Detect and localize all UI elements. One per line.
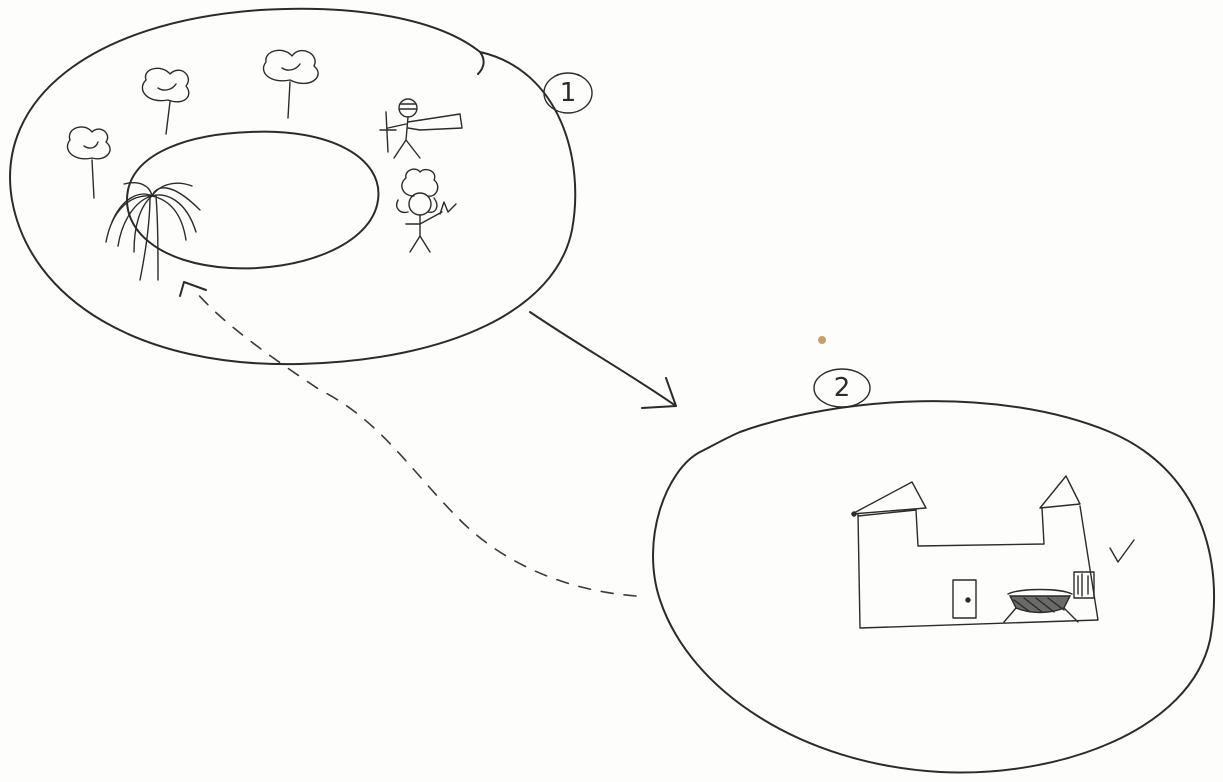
tree-icon — [66, 126, 111, 199]
checkmark-icon — [1109, 539, 1135, 563]
window-icon — [1073, 571, 1095, 599]
curly-hair-person-icon — [396, 168, 457, 253]
return-arrowhead — [179, 281, 207, 297]
tree-icon — [141, 67, 190, 135]
hero-sword-icon — [379, 98, 463, 159]
world-1-badge: 1 — [543, 72, 593, 114]
world-2-outline — [652, 400, 1216, 774]
door-icon — [952, 579, 977, 619]
palm-tree-icon — [105, 182, 201, 281]
paper-stain — [818, 336, 826, 344]
forward-arrow — [529, 311, 677, 409]
world-1-badge-label: 1 — [560, 78, 577, 108]
world-2-region: 2 — [652, 368, 1216, 774]
world-1-outline — [9, 7, 577, 366]
cauldron-icon — [1003, 588, 1079, 623]
return-dashed-path — [195, 291, 637, 597]
world-1-region: 1 — [9, 7, 593, 366]
lake-icon — [126, 130, 380, 270]
world-2-badge-label: 2 — [834, 373, 851, 403]
tree-icon — [262, 49, 319, 119]
world-2-badge: 2 — [813, 368, 871, 408]
castle-icon — [851, 475, 1099, 629]
